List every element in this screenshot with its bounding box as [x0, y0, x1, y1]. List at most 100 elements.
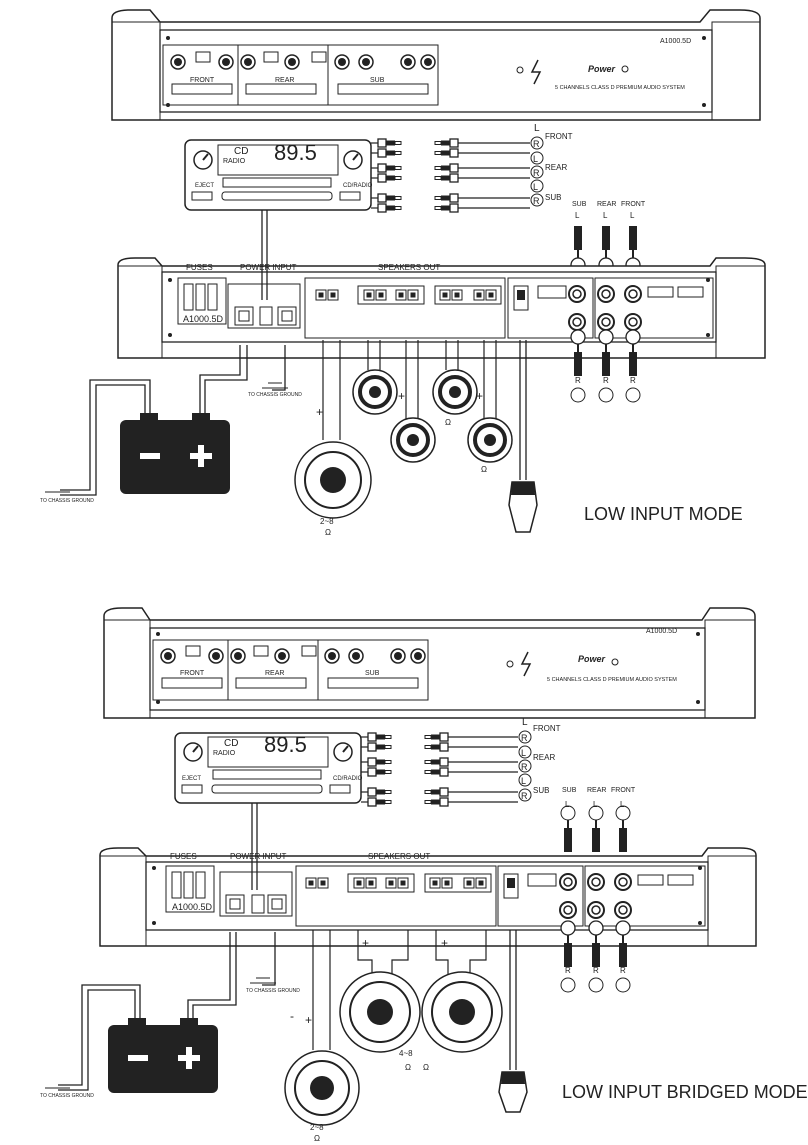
speakers: + + + Ω Ω 2~8 [294, 340, 513, 537]
input-l-sub-2: L [565, 800, 570, 809]
rear-rca-label: REAR [545, 163, 567, 172]
input-plugs-top-2: SUB REAR FRONT L L L [560, 787, 636, 852]
bridged-impedance-label: 4~8 [399, 1049, 413, 1058]
l-label-3: L [533, 182, 538, 192]
rca-cables-2: L R L R L R FRONT REAR SUB [361, 717, 561, 807]
section-low-input-mode: FRONT REAR SUB A1000.5D Power 5 CHANNELS… [40, 9, 766, 537]
svg-text:+: + [316, 405, 323, 419]
speakers-out-label-2: SPEAKERS OUT [368, 852, 430, 861]
r-label-b2: R [521, 762, 528, 772]
ohm-b2: Ω [423, 1063, 429, 1072]
out-r-rear: R [603, 376, 609, 385]
battery-section: TO CHASSIS GROUND TO CHASSIS GROUND [40, 345, 302, 504]
top-label-sub: SUB [370, 77, 385, 84]
chassis-ground-label-2: TO CHASSIS GROUND [246, 988, 300, 994]
speaker-bridged-right [421, 971, 503, 1053]
radio-label: RADIO [223, 158, 246, 165]
amp-panel-2: FUSES POWER INPUT SPEAKERS OUT A1000.5D [99, 847, 757, 947]
battery-ground-label-2: TO CHASSIS GROUND [40, 1093, 94, 1099]
amp-top-view: FRONT REAR SUB A1000.5D Power 5 CHANNELS… [111, 9, 761, 121]
l-label-b2: L [521, 748, 526, 758]
input-front-label: FRONT [621, 201, 646, 208]
l-label-1: L [534, 123, 540, 134]
input-sub-label-2: SUB [562, 787, 577, 794]
speakers-2: + + - + 4~8 Ω Ω 2~8 Ω [284, 930, 503, 1143]
r-label-1: R [533, 139, 540, 149]
cd-label-2: CD [224, 738, 238, 749]
out-r-rear-2: R [593, 966, 599, 975]
amp-description-2: 5 CHANNELS CLASS D PREMIUM AUDIO SYSTEM [547, 677, 677, 683]
remote-knob [508, 340, 538, 533]
amp-model-label-2: A1000.5D [646, 628, 677, 635]
amp-model-label: A1000.5D [660, 38, 691, 45]
r-label-3: R [533, 196, 540, 206]
input-rear-label-2: REAR [587, 787, 606, 794]
speaker-front-right [432, 369, 478, 415]
head-unit: CD RADIO 89.5 EJECT CD/RADIO [184, 139, 373, 211]
input-l-front-2: L [620, 800, 625, 809]
frequency-display-2: 89.5 [264, 732, 307, 757]
power-input-label: POWER INPUT [240, 263, 297, 272]
eject-label: EJECT [195, 183, 214, 189]
input-plugs-top: SUB REAR FRONT L L L [570, 201, 646, 273]
input-rear-label: REAR [597, 201, 616, 208]
out-r-sub-2: R [565, 966, 571, 975]
ohm-3: Ω [325, 528, 331, 537]
mode-title-2: LOW INPUT BRIDGED MODE [562, 1082, 808, 1102]
svg-text:+: + [362, 936, 369, 950]
output-plugs-2: R R R [560, 920, 631, 993]
speaker-rear-right [467, 417, 513, 463]
subwoofer-2 [284, 1050, 360, 1126]
top-label-rear-2: REAR [265, 670, 284, 677]
speaker-front-left [352, 369, 398, 415]
cd-radio-label: CD/RADIO [343, 183, 373, 189]
chassis-ground-label: TO CHASSIS GROUND [248, 392, 302, 398]
battery-section-2: TO CHASSIS GROUND TO CHASSIS GROUND [40, 932, 300, 1099]
battery-icon [120, 420, 230, 494]
top-label-rear: REAR [275, 77, 294, 84]
head-unit-2: CD RADIO 89.5 EJECT CD/RADIO [174, 732, 363, 804]
cd-label: CD [234, 146, 248, 157]
small-model-label-2: A1000.5D [172, 902, 213, 912]
r-label-b3: R [521, 791, 528, 801]
fuses-label: FUSES [186, 263, 213, 272]
remote-knob-2 [498, 930, 528, 1113]
top-label-sub-2: SUB [365, 670, 380, 677]
frequency-display: 89.5 [274, 140, 317, 165]
brand-label: Power [588, 64, 616, 74]
section-low-input-bridged-mode: FRONT REAR SUB A1000.5D Power 5 CHANNELS… [40, 607, 808, 1143]
top-label-front: FRONT [190, 77, 215, 84]
svg-text:+: + [476, 389, 483, 403]
small-model-label: A1000.5D [183, 314, 224, 324]
r-label-b1: R [521, 733, 528, 743]
svg-text:-: - [290, 1009, 294, 1023]
battery-ground-label: TO CHASSIS GROUND [40, 498, 94, 504]
sub-impedance-label: 2~8 [310, 1123, 324, 1132]
mode-title: LOW INPUT MODE [584, 504, 743, 524]
bolt-icon-2 [520, 651, 532, 677]
sub-rca-label: SUB [545, 193, 561, 202]
brand-label-2: Power [578, 654, 606, 664]
l-label-2: L [533, 154, 538, 164]
fuses-label-2: FUSES [170, 852, 197, 861]
bolt-icon [530, 59, 542, 85]
r-label-2: R [533, 168, 540, 178]
eject-label-2: EJECT [182, 776, 201, 782]
out-r-front-2: R [620, 966, 626, 975]
input-sub-label: SUB [572, 201, 587, 208]
input-l-rear: L [603, 211, 608, 220]
out-r-sub: R [575, 376, 581, 385]
speaker-rear-left [390, 417, 436, 463]
ohm-1: Ω [445, 418, 451, 427]
input-l-rear-2: L [593, 800, 598, 809]
subwoofer [294, 441, 372, 519]
speakers-out-label: SPEAKERS OUT [378, 263, 440, 272]
svg-text:+: + [398, 389, 405, 403]
sub-rca-label-2: SUB [533, 786, 549, 795]
rca-cables: L R L R L R FRONT REAR SUB [371, 123, 573, 213]
out-r-front: R [630, 376, 636, 385]
top-label-front-2: FRONT [180, 670, 205, 677]
input-l-sub: L [575, 211, 580, 220]
speaker-bridged-left [339, 971, 421, 1053]
